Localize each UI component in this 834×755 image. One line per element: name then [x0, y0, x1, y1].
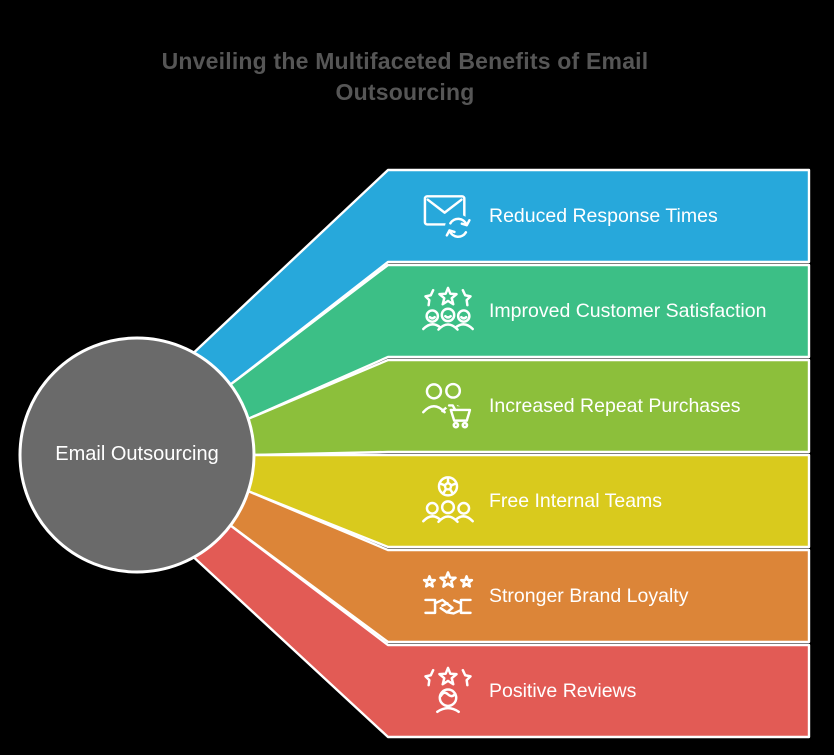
- band-row-stronger-brand-loyalty: Stronger Brand Loyalty: [421, 550, 801, 642]
- band-label: Reduced Response Times: [489, 205, 718, 227]
- band-row-free-internal-teams: Free Internal Teams: [421, 455, 801, 547]
- stars-person-icon: [421, 666, 475, 716]
- stars-customers-icon: [422, 286, 474, 331]
- ball-team-icon: [421, 476, 475, 526]
- people-cart-icon: [422, 382, 474, 429]
- stars-customers-icon: [421, 286, 475, 336]
- stars-handshake-icon: [421, 571, 475, 621]
- band-row-reduced-response-times: Reduced Response Times: [421, 170, 801, 262]
- center-circle-label: Email Outsourcing: [55, 443, 219, 465]
- mail-refresh-icon: [421, 191, 475, 241]
- ball-team-icon: [422, 476, 474, 524]
- stars-person-icon: [424, 666, 472, 714]
- band-label: Increased Repeat Purchases: [489, 395, 741, 417]
- band-row-improved-customer-satisfaction: Improved Customer Satisfaction: [421, 265, 801, 357]
- stars-handshake-icon: [422, 571, 474, 615]
- center-circle: [18, 336, 256, 574]
- band-label: Improved Customer Satisfaction: [489, 300, 767, 322]
- mail-refresh-icon: [423, 195, 472, 241]
- band-label: Stronger Brand Loyalty: [489, 585, 689, 607]
- band-row-increased-repeat-purchases: Increased Repeat Purchases: [421, 360, 801, 452]
- people-cart-icon: [421, 381, 475, 431]
- band-label: Positive Reviews: [489, 680, 637, 702]
- band-label: Free Internal Teams: [489, 490, 663, 512]
- band-row-positive-reviews: Positive Reviews: [421, 645, 801, 737]
- page-title: Unveiling the Multifaceted Benefits of E…: [161, 48, 649, 105]
